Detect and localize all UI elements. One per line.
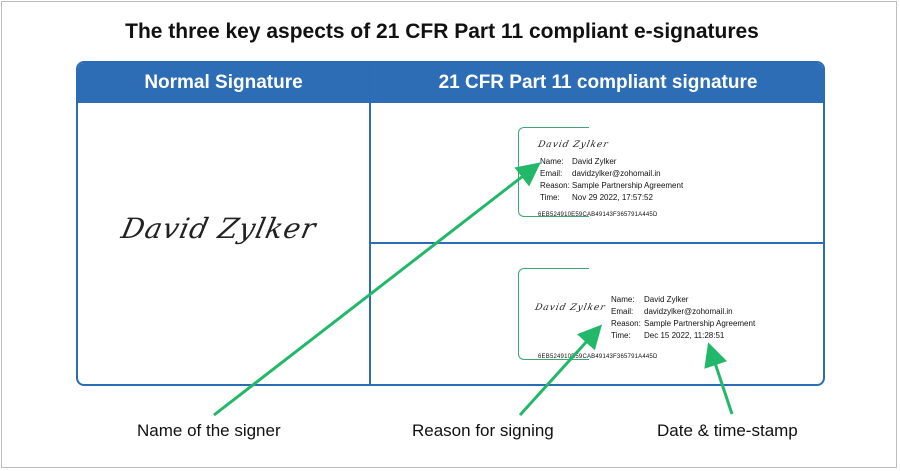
row-divider (371, 242, 823, 244)
signature-card-2-time-row: Time: Dec 15 2022, 11:28:51 (611, 331, 724, 340)
time-value: Dec 15 2022, 11:28:51 (644, 331, 725, 340)
reason-key: Reason: (540, 181, 570, 190)
signature-card-2-email-row: Email: davidzylker@zohomail.in (611, 307, 733, 316)
email-key: Email: (611, 307, 634, 316)
diagram-title: The three key aspects of 21 CFR Part 11 … (125, 20, 759, 43)
signature-card-2-name-row: Name: David Zylker (611, 295, 688, 304)
arrow-to-signing-reason (518, 324, 603, 417)
name-key: Name: (540, 157, 564, 166)
header-normal-signature: Normal Signature (78, 63, 369, 103)
reason-value: Sample Partnership Agreement (572, 181, 684, 190)
signature-card-2-hash: 6EB524910E59CAB49143F365791A445D (538, 354, 658, 360)
label-reason-for-signing: Reason for signing (412, 421, 554, 440)
header-compliant-signature: 21 CFR Part 11 compliant signature (371, 63, 823, 103)
signature-card-1-time-row: Time: Nov 29 2022, 17:57:52 (540, 193, 653, 202)
email-value: davidzylker@zohomail.in (644, 307, 733, 316)
signature-card-2-border (518, 268, 589, 360)
name-value: David Zylker (644, 295, 689, 304)
column-divider (369, 63, 371, 384)
label-date-time-stamp: Date & time-stamp (657, 421, 798, 440)
signature-card-2-reason-row: Reason:Sample Partnership Agreement (611, 319, 755, 328)
reason-key: Reason: (611, 319, 641, 328)
reason-value: Sample Partnership Agreement (644, 319, 756, 328)
email-key: Email: (540, 169, 563, 178)
time-key: Time: (540, 193, 560, 202)
signature-card-1-email-row: Email: davidzylker@zohomail.in (540, 169, 661, 178)
time-key: Time: (611, 331, 631, 340)
arrow-to-timestamp (704, 342, 734, 415)
email-value: davidzylker@zohomail.in (572, 169, 661, 178)
time-value: Nov 29 2022, 17:57:52 (572, 193, 653, 202)
comparison-table: Normal Signature 21 CFR Part 11 complian… (76, 61, 825, 386)
name-key: Name: (611, 295, 635, 304)
signature-card-1-hash: 6EB524910E59CAB49143F365791A445D (538, 212, 658, 218)
signature-card-1-reason-row: Reason:Sample Partnership Agreement (540, 181, 683, 190)
label-name-of-signer: Name of the signer (137, 421, 281, 440)
signature-card-1-name-row: Name: David Zylker (540, 157, 616, 166)
name-value: David Zylker (572, 157, 617, 166)
arrow-to-signer-name (213, 162, 541, 417)
